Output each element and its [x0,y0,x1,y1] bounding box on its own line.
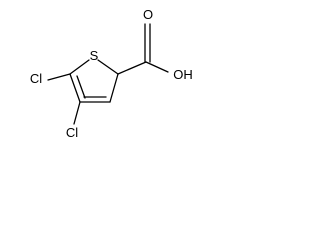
carbonyl-oxygen-label: O [143,7,153,22]
structure-diagram: S O OH Cl Cl [0,0,204,162]
bond-ccarboxyl-oh [145,61,169,73]
bond-c5-s1 [69,59,90,75]
chlorine-5-label: Cl [30,71,42,86]
chlorine-4-label: Cl [66,125,78,140]
bond-c2-ccarboxyl [117,61,147,75]
bond-c4-c5 [69,73,81,103]
bond-c2-c3 [109,73,119,103]
bond-c4-cl [73,101,81,125]
molecule-drawing: S O OH Cl Cl [30,7,193,140]
bond-c4-c5-inner [76,75,86,99]
hydroxyl-label: OH [173,67,193,82]
sulfur-label: S [90,48,99,63]
bond-c5-cl [47,73,71,81]
bond-s1-c2 [97,59,119,75]
